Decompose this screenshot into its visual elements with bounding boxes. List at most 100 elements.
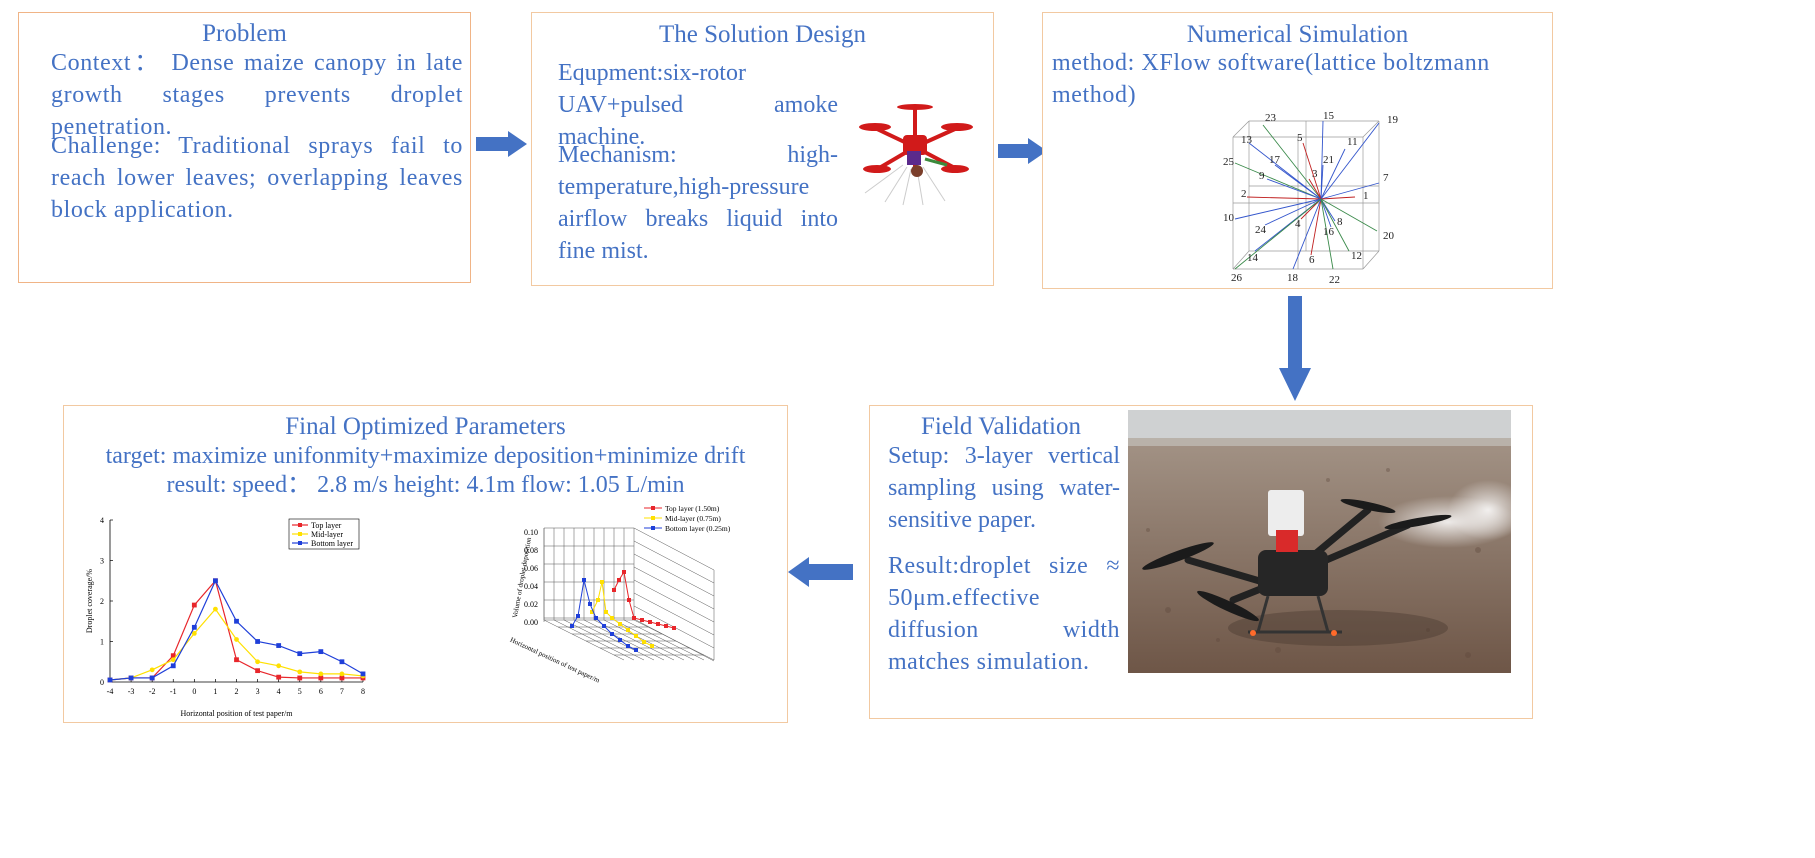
chart3d-y-tick-label: 0.04 [524,582,538,591]
chart3d-point [612,588,616,592]
chart3d-point [634,634,638,638]
lattice-vector-17 [1274,164,1322,200]
lattice-vector-18 [1292,198,1322,270]
chart2d-point [339,659,345,665]
chart3d-floor-line [583,619,665,661]
lattice-vector-20 [1320,198,1378,232]
chart3d-legend-label: Bottom layer (0.25m) [665,524,731,533]
lattice-label-5: 5 [1297,132,1303,144]
lattice-vector-4 [1300,198,1322,220]
chart3d-point [610,632,614,636]
field-result: Result:droplet size ≈ 50μm.effective dif… [888,553,1120,675]
lattice-label-12: 12 [1351,250,1362,262]
chart3d-grid-line [633,527,715,571]
chart2d-point [170,653,176,659]
chart3d-point [594,616,598,620]
lattice-vector-26 [1234,198,1322,270]
chart3d-point [626,644,630,648]
chart3d-grid-line [633,553,715,597]
chart2d-legend-label: Mid-layer [311,530,343,539]
lattice-label-20: 20 [1383,230,1395,242]
chart2d-x-tick-label: 5 [298,687,302,696]
chart3d-grid [543,527,715,662]
lattice-label-21: 21 [1323,154,1334,166]
chart3d-floor-line [633,619,715,661]
chart3d-point [618,622,622,626]
chart2d-x-tick-label: -2 [149,687,156,696]
lattice-label-11: 11 [1347,136,1358,148]
chart2d-point [149,667,155,673]
lattice-label-10: 10 [1223,212,1235,224]
lattice-label-19: 19 [1387,114,1399,126]
lattice-label-3: 3 [1312,168,1318,180]
lattice-vector-19 [1320,122,1380,200]
chart3d-point [672,626,676,630]
chart3d-point [634,648,638,652]
field-box: Field Validation Setup: 3-layer vertical… [869,405,1533,719]
chart3d-point [590,610,594,614]
lattice-label-1: 1 [1363,190,1369,202]
chart2d-x-tick-label: 2 [235,687,239,696]
lattice-label-17: 17 [1269,154,1281,166]
chart2d-point [170,663,176,669]
lattice-vector-12 [1320,198,1350,252]
chart2d-x-tick-label: 6 [319,687,323,696]
chart3d-legend-marker [651,516,655,520]
chart3d-point [622,570,626,574]
lattice-vector-16 [1320,198,1332,228]
lattice-label-22: 22 [1329,274,1340,286]
chart2d-point [255,668,260,674]
chart3d-legend-label: Mid-layer (0.75m) [665,514,721,523]
lattice-vector-24 [1264,198,1322,226]
chart3d-point [656,622,660,626]
chart3d-y-tick-label: 0.10 [524,528,538,537]
lattice-label-13: 13 [1241,134,1253,146]
lattice-label-4: 4 [1295,218,1301,230]
chart2d-point [213,578,218,584]
chart2d-point [191,602,197,608]
chart2d-point [128,675,134,681]
chart2d-y-label: Droplet coverage/% [85,569,94,634]
final-box: Final Optimized Parameters target: maxim… [63,405,788,723]
chart2d-point [339,675,345,681]
field-title: Field Validation [921,413,1081,440]
chart3d-point [582,578,586,582]
chart3d-series-line-0 [613,570,675,629]
chart3d-grid-line [633,566,715,610]
chart3d-grid-line [633,592,715,636]
chart2d-y-tick-label: 1 [100,638,104,647]
chart2d-point [149,675,155,681]
lattice-label-15: 15 [1323,110,1335,122]
chart2d-line-0 [109,579,363,681]
lattice-vector-10 [1234,198,1322,220]
chart2d-point [234,637,239,642]
lattice-label-23: 23 [1265,112,1277,124]
chart2d-x-tick-label: 4 [277,687,281,696]
problem-title: Problem [202,20,287,47]
solution-equipment: Equpment:six-rotor UAV+pulsed amoke mach… [558,60,838,150]
chart3d-legend-marker [651,526,655,530]
lattice-edge-8 [1232,120,1250,138]
chart3d-y-tick-label: 0.00 [524,618,538,627]
chart3d-point [602,624,606,628]
chart3d-point [610,616,614,620]
simulation-box: Numerical Simulation method: XFlow softw… [1042,12,1553,289]
problem-box: Problem Context： Dense maize canopy in l… [18,12,471,283]
chart2d-y-tick-label: 0 [100,678,104,687]
chart3d-point [627,598,631,602]
lattice-vector-6 [1310,198,1322,256]
lattice-vector-21 [1320,164,1324,200]
chart2d-legend-marker [298,541,302,545]
chart2d-point [318,649,324,655]
chart2d-y-tick-label: 2 [100,597,104,606]
chart3d-point [618,638,622,642]
simulation-method: method: XFlow software(lattice boltzmann… [1052,50,1490,108]
solution-box: The Solution Design Equpment:six-rotor U… [531,12,994,286]
chart2d-point [107,677,113,683]
lattice-label-24: 24 [1255,224,1267,236]
final-target: target: maximize unifonmity+maximize dep… [105,443,746,469]
chart3d-floor-line [613,619,695,661]
lattice-vector-9 [1266,178,1322,200]
